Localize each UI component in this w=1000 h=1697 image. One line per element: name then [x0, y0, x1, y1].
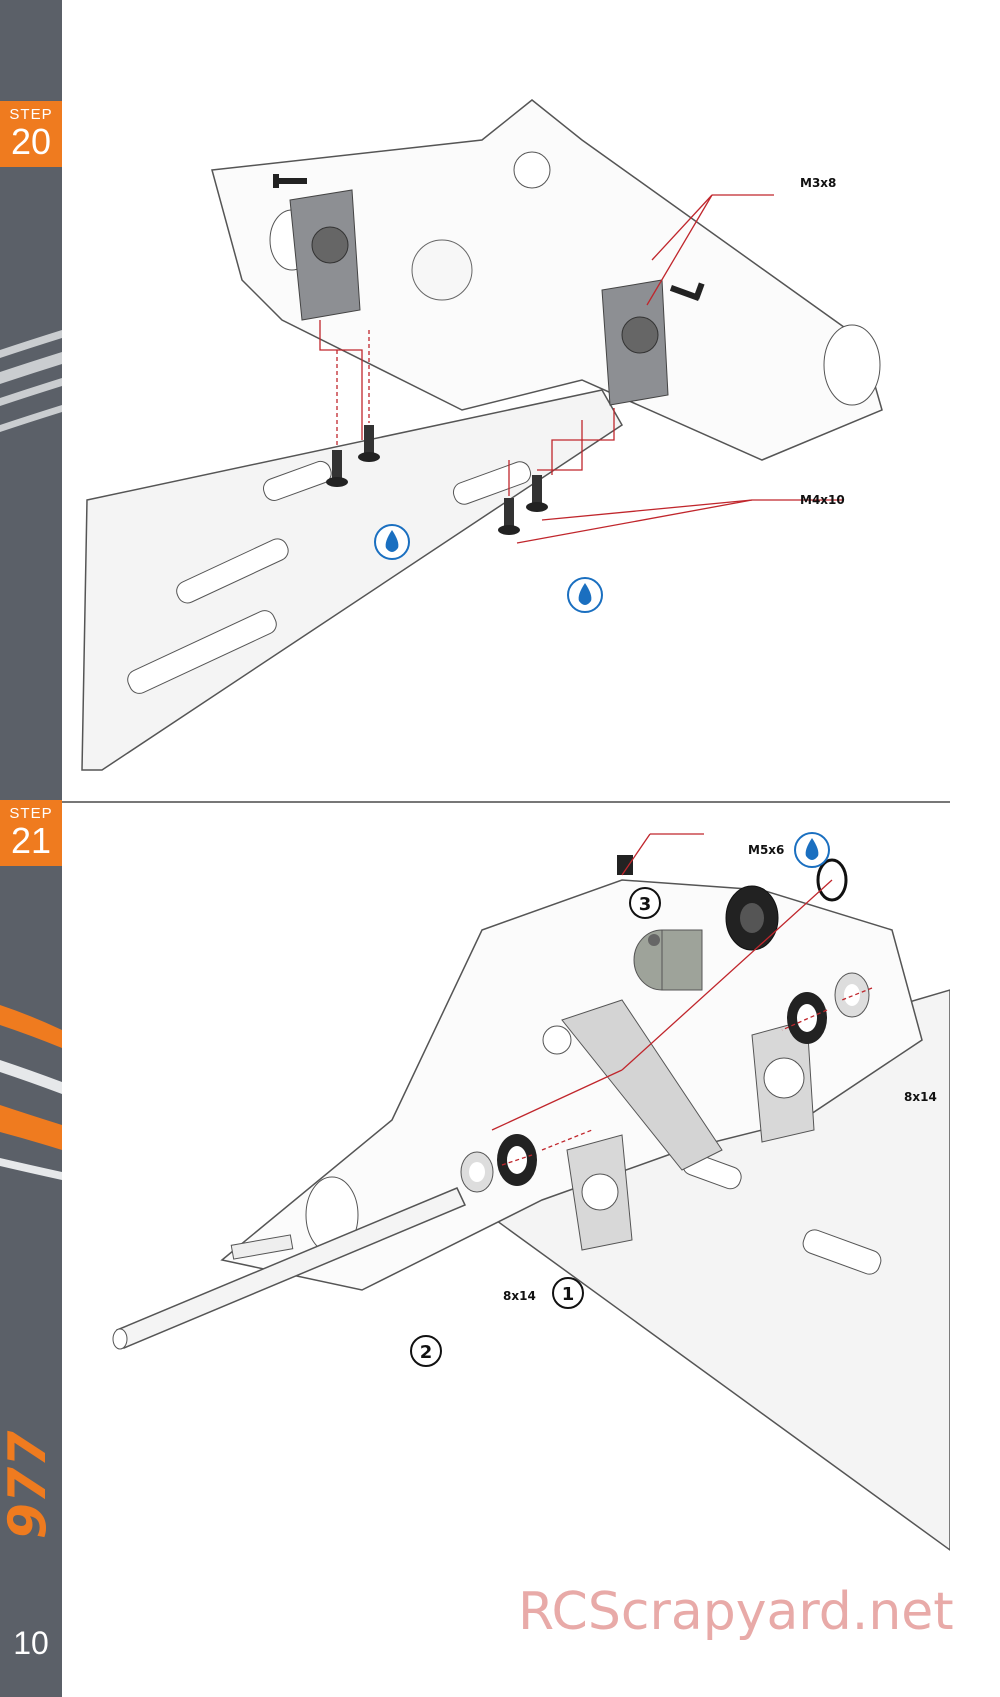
guide-lines	[319, 194, 842, 544]
part-number-2: 2	[410, 1335, 442, 1367]
step-number: 21	[10, 820, 52, 861]
screw-m3x8-left	[273, 174, 307, 188]
o-ring	[816, 858, 848, 902]
thread-lock-drop-icon	[374, 524, 410, 560]
step-number: 20	[10, 121, 52, 162]
chassis-plate	[81, 389, 623, 771]
thread-lock-drop-icon	[567, 577, 603, 613]
rear-assembly	[220, 879, 923, 1291]
screw-m3x8-right	[669, 282, 705, 301]
guide-lines	[491, 833, 873, 1166]
set-screw-m5x6	[617, 855, 633, 875]
pulley-hub	[633, 929, 703, 991]
bearing-left-silver	[460, 1151, 494, 1193]
bearing-right-black	[787, 992, 827, 1044]
spur-gear	[725, 885, 779, 951]
callout-m3x8: M3x8	[800, 176, 837, 190]
brand-logo: 977	[4, 1430, 58, 1539]
part-number-3: 3	[629, 887, 661, 919]
screw-m4x10-b	[358, 425, 380, 462]
decorative-stripes	[0, 330, 62, 1180]
screw-m4x10-a	[326, 450, 348, 487]
part-number-1: 1	[552, 1277, 584, 1309]
step-20-badge: STEP 20	[0, 101, 62, 167]
page-number: 10	[13, 1625, 49, 1661]
step-20-illustration	[81, 99, 883, 771]
sidebar: STEP 20 STEP 21 977 10	[0, 0, 62, 1697]
svg-text:977: 977	[4, 1430, 58, 1539]
section-divider	[62, 801, 950, 803]
svg-text:1: 1	[562, 1284, 575, 1305]
bearing-right-silver	[834, 972, 870, 1018]
step-21-illustration: 3 1 2	[112, 832, 950, 1551]
step-21-badge: STEP 21	[0, 800, 62, 866]
callout-bearing-left: 8x14	[503, 1289, 536, 1303]
watermark: RCScrapyard.net	[518, 1582, 954, 1642]
drive-belt	[561, 999, 723, 1171]
svg-text:3: 3	[639, 894, 652, 915]
svg-text:2: 2	[420, 1342, 433, 1363]
callout-m4x10: M4x10	[800, 493, 845, 507]
screw-m4x10-c	[526, 475, 548, 512]
callout-m5x6: M5x6	[748, 843, 785, 857]
callout-bearing-right: 8x14	[904, 1090, 937, 1104]
step-label: STEP	[9, 805, 53, 822]
thread-lock-drop-icon	[794, 832, 830, 868]
screw-m4x10-d	[498, 498, 520, 535]
step-label: STEP	[9, 106, 53, 123]
rear-assembly	[211, 99, 883, 461]
